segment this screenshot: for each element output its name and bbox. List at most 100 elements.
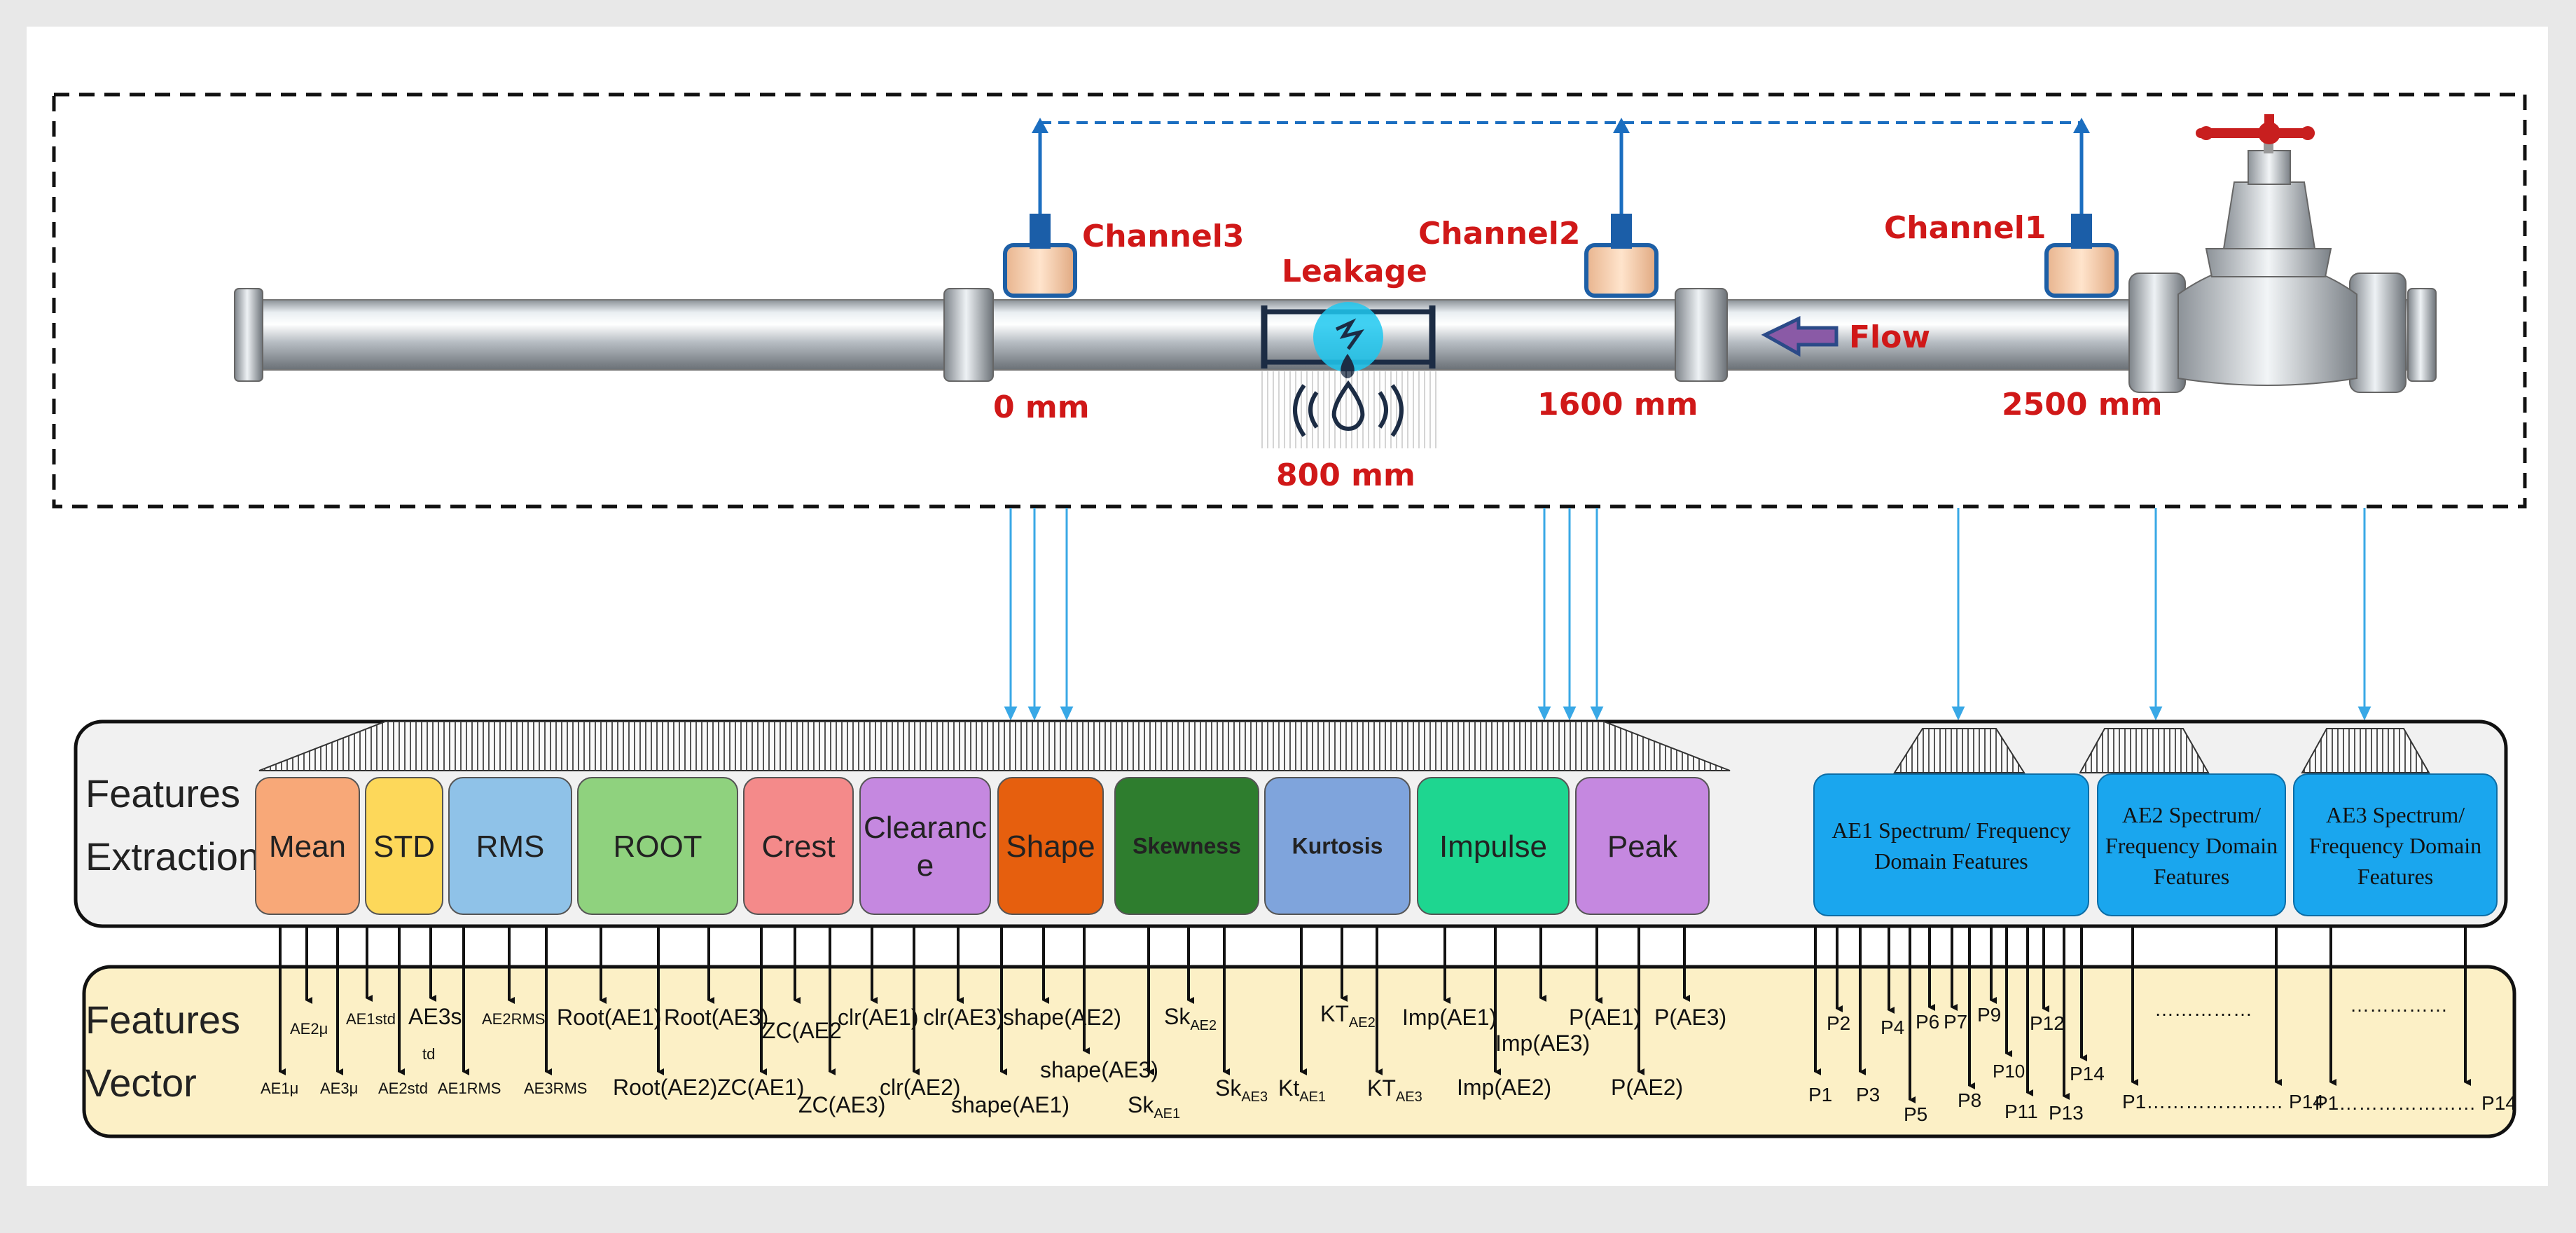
- feature-box-root: [577, 777, 738, 915]
- pipeline-section: Flow Channel3 Channel2 Channel1 Leakage …: [52, 92, 2527, 509]
- vec-p7: P7: [1944, 1011, 1967, 1033]
- vec-kt-ae1: KtAE1: [1278, 1075, 1326, 1105]
- features-extraction-label-2: Extraction: [85, 834, 260, 879]
- vec-ae1-std: AE1std: [346, 1010, 396, 1028]
- vec-p1: P1: [1808, 1084, 1832, 1105]
- feature-box-peak: [1575, 777, 1710, 915]
- feature-box-label-impulse: Impulse: [1439, 829, 1547, 864]
- vec-imp-ae1: Imp(AE1): [1402, 1005, 1497, 1030]
- vec-p2: P2: [1827, 1012, 1850, 1034]
- vec-p8: P8: [1958, 1089, 1981, 1111]
- feature-vector-arrows: [279, 926, 2471, 1103]
- vec-ae1-rms: AE1RMS: [438, 1080, 501, 1097]
- spectrum-box-label-ae2-spectrum: AE2 Spectrum/: [2122, 802, 2261, 827]
- vec-ae2-rms: AE2RMS: [482, 1010, 545, 1028]
- feature-box-label-crest: Crest: [761, 829, 835, 864]
- spectrum-box-label-ae1-spectrum: Domain Features: [1874, 848, 2028, 874]
- position-800mm: 800 mm: [1276, 457, 1415, 493]
- vec-kt-ae2: KTAE2: [1320, 1001, 1376, 1031]
- vec-p9: P9: [1977, 1004, 2001, 1026]
- vec-ae2-mu: AE2μ: [290, 1020, 328, 1038]
- position-0mm: 0 mm: [993, 390, 1090, 425]
- vec-p-ae1: P(AE1): [1569, 1005, 1641, 1030]
- feature-funnel-hatch: [258, 721, 1731, 771]
- vec-zc-ae1: ZC(AE1): [717, 1075, 804, 1100]
- vec-sk-ae1: SkAE1: [1128, 1092, 1180, 1122]
- spectrum-box-label-ae3-spectrum: AE3 Spectrum/: [2326, 802, 2465, 827]
- feature-box-label-skewness: Skewness: [1133, 834, 1241, 859]
- features-vector-label-2: Vector: [85, 1061, 197, 1105]
- water-drop-icon: [1293, 380, 1404, 437]
- flow-label: Flow: [1849, 319, 1930, 355]
- vec-ae3-p1-p14: P1………………… P14: [2315, 1092, 2516, 1114]
- feature-box-mean: [255, 777, 360, 915]
- vec-p10: P10: [1993, 1061, 2025, 1082]
- pipe-flanges: [234, 288, 2437, 382]
- vec-imp-ae2: Imp(AE2): [1457, 1075, 1551, 1100]
- feature-box-label-clearance: Clearanc: [864, 811, 987, 845]
- feature-vector-labels: AE1μ AE2μ AE3μ AE1std AE2std AE3s td AE1…: [261, 994, 2516, 1125]
- features-vector-panel: Features Vector: [82, 965, 2516, 1138]
- spectrum-box-ae1-spectrum: [1813, 773, 2089, 916]
- vec-p4: P4: [1881, 1017, 1904, 1038]
- vec-clr-ae2: clr(AE2): [880, 1075, 961, 1100]
- vec-p5: P5: [1904, 1103, 1927, 1125]
- vec-ae3-std: AE3s: [408, 1004, 462, 1029]
- feature-box-kurtosis: [1264, 777, 1411, 915]
- vec-root-ae2: Root(AE2): [613, 1075, 717, 1100]
- spectrum-box-ae3-spectrum: [2293, 773, 2498, 916]
- feature-box-rms: [448, 777, 572, 915]
- feature-box-label-root: ROOT: [613, 829, 702, 864]
- feature-box-skewness: [1114, 777, 1259, 915]
- ae1-funnel-hatch: [1893, 728, 2026, 773]
- feature-box-label-clearance: e: [917, 848, 934, 883]
- vec-p-ae2: P(AE2): [1611, 1075, 1683, 1100]
- flow-arrow-icon: [1761, 316, 1838, 357]
- vec-root-ae1: Root(AE1): [557, 1005, 661, 1030]
- spectrum-box-ae2-spectrum: [2097, 773, 2286, 916]
- leakage-label: Leakage: [1282, 254, 1427, 289]
- spectrum-box-label-ae3-spectrum: Features: [2357, 864, 2433, 889]
- position-2500mm: 2500 mm: [2002, 387, 2162, 422]
- sensor-channel3: [1003, 118, 1077, 298]
- vec-p3: P3: [1856, 1084, 1880, 1105]
- vec-ae3-mu: AE3μ: [320, 1080, 358, 1097]
- vec-clr-ae1: clr(AE1): [838, 1005, 919, 1030]
- vec-sk-ae2: SkAE2: [1164, 1004, 1217, 1033]
- sensor-channel2: [1584, 118, 1659, 298]
- sensor-channel1: [2044, 118, 2119, 298]
- ae2-funnel-hatch: [2079, 728, 2210, 773]
- vec-ae3-std-suffix: td: [422, 1045, 435, 1063]
- vec-p11: P11: [2004, 1101, 2038, 1122]
- vec-shape-ae3: shape(AE3): [1040, 1057, 1158, 1082]
- vec-clr-ae3: clr(AE3): [923, 1005, 1004, 1030]
- feature-box-label-rms: RMS: [476, 829, 545, 864]
- position-1600mm: 1600 mm: [1537, 387, 1698, 422]
- valve-icon: [2128, 114, 2407, 393]
- features-vector-label-1: Features: [85, 998, 240, 1042]
- channel1-label: Channel1: [1884, 210, 2047, 246]
- feature-box-label-peak: Peak: [1607, 829, 1678, 864]
- vec-zc-ae3: ZC(AE3): [798, 1092, 885, 1117]
- vec-ae2-std: AE2std: [378, 1080, 428, 1097]
- channel3-label: Channel3: [1082, 219, 1245, 254]
- vec-ae2-p1-p14: P1………………… P14: [2122, 1091, 2324, 1113]
- spectrum-box-label-ae2-spectrum: Frequency Domain: [2105, 833, 2278, 858]
- vec-root-ae3: Root(AE3): [664, 1005, 768, 1030]
- channel2-label: Channel2: [1418, 216, 1581, 252]
- feature-box-crest: [743, 777, 854, 915]
- feature-box-impulse: [1417, 777, 1570, 915]
- feature-box-std: [365, 777, 443, 915]
- feature-box-label-kurtosis: Kurtosis: [1292, 834, 1383, 859]
- feature-box-label-mean: Mean: [269, 829, 346, 864]
- vec-ae3-dots: ……………: [2350, 994, 2448, 1016]
- vec-imp-ae3: Imp(AE3): [1495, 1031, 1590, 1056]
- vec-kt-ae3: KTAE3: [1367, 1075, 1422, 1105]
- vec-ae1-mu: AE1μ: [261, 1080, 298, 1097]
- vec-p12: P12: [2030, 1012, 2065, 1034]
- vec-shape-ae1: shape(AE1): [951, 1092, 1069, 1117]
